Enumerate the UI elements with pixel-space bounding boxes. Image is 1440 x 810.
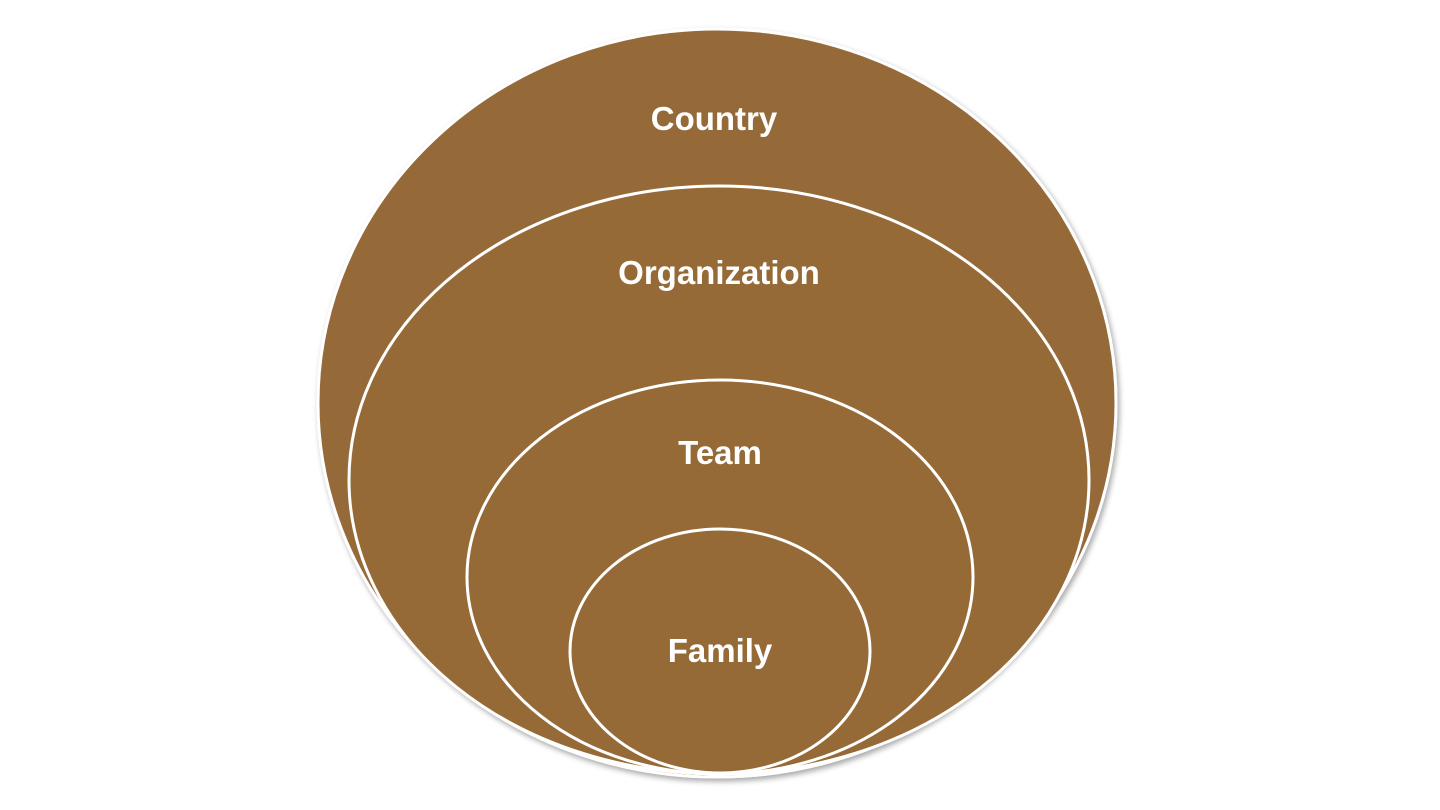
- ring-team-label: Team: [678, 434, 762, 471]
- ring-country-label: Country: [651, 100, 778, 137]
- ring-family-shape: [568, 527, 872, 775]
- ring-family-label: Family: [668, 632, 773, 669]
- ring-family: Family: [568, 527, 872, 775]
- ring-organization-label: Organization: [618, 254, 820, 291]
